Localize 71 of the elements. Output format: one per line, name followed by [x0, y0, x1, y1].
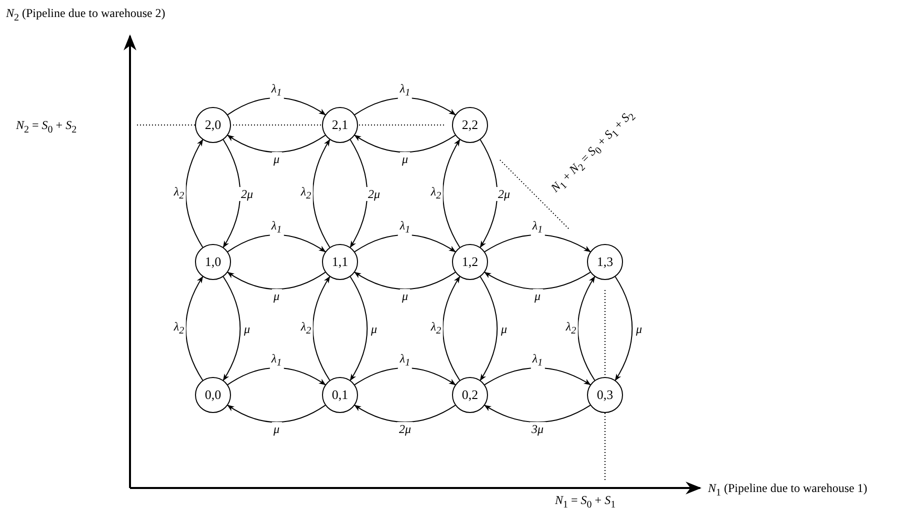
state-circle: 0,1: [322, 377, 358, 413]
arrow: [354, 97, 456, 116]
edge-label: λ$_{2}$: [428, 318, 444, 338]
arrow: [227, 134, 326, 153]
arrow: [354, 272, 456, 290]
edge-label: μ: [400, 289, 410, 303]
edge-label: 2μ: [238, 186, 256, 200]
edge-label: λ$_{2}$: [298, 184, 314, 204]
arrow: [227, 272, 326, 290]
arrow: [480, 276, 498, 381]
edge-label: λ$_{2}$: [564, 318, 578, 338]
arrow: [484, 234, 591, 252]
arrow: [442, 139, 460, 248]
edge-label: μ: [400, 152, 410, 166]
arrow: [312, 276, 330, 381]
state-circle: 1,1: [322, 244, 358, 280]
edge-label: λ$_{1}$: [269, 81, 284, 101]
edge-label: λ$_{2}$: [172, 184, 186, 204]
arrow: [442, 276, 460, 381]
state-circle: 0,3: [587, 377, 623, 413]
arrow: [354, 234, 456, 252]
edge-label: λ$_{1}$: [530, 218, 545, 238]
edge-label: μ: [271, 422, 282, 436]
edge-label: λ$_{2}$: [298, 318, 314, 338]
arrow: [227, 97, 326, 116]
edge-label: μ: [271, 289, 282, 303]
state-circle: 0,2: [452, 377, 488, 413]
arrow: [354, 367, 456, 386]
edge-label: λ$_{2}$: [428, 184, 444, 204]
axis-label: N$_{1}$ (Pipeline due to warehouse 1): [708, 481, 868, 500]
arrow: [484, 404, 591, 423]
boundary-label: N$_{2}$ = S$_{0}$ + S$_{2}$: [16, 118, 77, 138]
edge-label: λ$_{1}$: [398, 351, 412, 371]
arrow: [577, 276, 596, 381]
arrow: [350, 139, 368, 248]
arrow: [222, 139, 241, 248]
edge-label: μ: [271, 152, 282, 166]
arrow: [354, 404, 456, 423]
arrow: [484, 272, 591, 290]
edge-label: λ$_{2}$: [172, 318, 186, 338]
edge-label: λ$_{1}$: [269, 351, 284, 371]
edge-label: μ: [532, 289, 543, 303]
edge-label: 2μ: [396, 422, 414, 436]
edge-label: λ$_{1}$: [269, 218, 284, 238]
arrow: [480, 139, 498, 248]
arrow: [350, 276, 368, 381]
state-circle: 2,1: [322, 107, 358, 143]
axis-label: N$_{2}$ (Pipeline due to warehouse 2): [6, 6, 166, 26]
state-circle: 1,3: [587, 244, 623, 280]
arrow: [227, 234, 326, 252]
arrow: [484, 367, 591, 386]
arrow: [354, 134, 456, 153]
state-circle: 0,0: [195, 377, 231, 413]
edge-label: 2μ: [496, 186, 512, 200]
state-circle: 1,0: [195, 244, 231, 280]
edge-label: λ$_{1}$: [398, 218, 412, 238]
arrow: [227, 404, 326, 423]
boundary-label: N$_{1}$ = S$_{0}$ + S$_{1}$: [555, 493, 616, 512]
arrow: [614, 276, 633, 381]
arrow: [185, 139, 204, 248]
state-circle: 1,2: [452, 244, 488, 280]
arrow: [227, 367, 326, 386]
arrow: [222, 276, 241, 381]
edge-label: 3μ: [529, 422, 546, 436]
edge-label: 2μ: [366, 186, 382, 200]
state-circle: 2,2: [452, 107, 488, 143]
edge-label: λ$_{1}$: [398, 81, 412, 101]
arrow: [185, 276, 204, 381]
edge-label: λ$_{1}$: [530, 351, 545, 371]
state-circle: 2,0: [195, 107, 231, 143]
arrow: [312, 139, 330, 248]
